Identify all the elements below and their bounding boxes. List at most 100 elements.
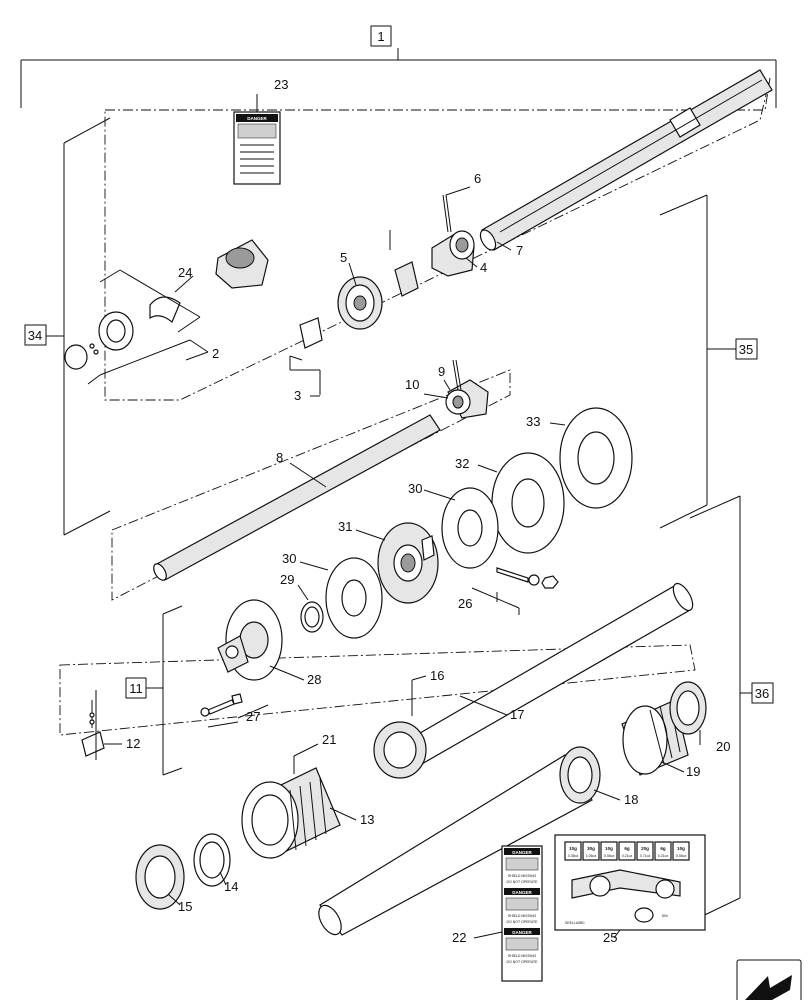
callout-8: 8: [276, 450, 283, 465]
callout-22: 22: [452, 930, 466, 945]
grease-cell: [600, 841, 618, 861]
decal-22-line1-c: SHIELD MISSING: [508, 954, 537, 958]
bolt-nut-26: [496, 567, 559, 589]
cross-journal-12: [81, 690, 105, 760]
callout-11: 11: [129, 681, 143, 696]
decal-22-line2-a: DO NOT OPERATE: [507, 880, 539, 884]
danger-decal-22: DANGER SHIELD MISSING DO NOT OPERATE DAN…: [501, 845, 543, 982]
decal-22-heading-2: DANGER: [512, 890, 532, 895]
grease-cell: [636, 841, 654, 861]
shield-tube-17: [407, 582, 694, 766]
inner-shield-18: [318, 746, 601, 936]
grease-amount: 6g: [660, 846, 666, 851]
bolt-27: [200, 693, 243, 717]
friction-disc-30a: [441, 487, 499, 569]
callout-14: 14: [224, 879, 238, 894]
grease-amount: 30g: [587, 846, 595, 851]
grease-oz: 0.35oz: [676, 854, 687, 858]
callout-30a: 30: [408, 481, 422, 496]
grease-oz: 0.71oz: [640, 854, 651, 858]
next-page-arrow-icon[interactable]: [736, 959, 802, 1000]
grease-amount: 20g: [641, 846, 649, 851]
bearing-ring-15: [135, 844, 185, 910]
grease-cell: [672, 841, 690, 861]
grease-cell: [582, 841, 600, 861]
hub-31: [377, 522, 439, 604]
callout-6: 6: [474, 171, 481, 186]
inner-tube-8: [153, 414, 441, 581]
callout-36: 36: [755, 686, 769, 701]
decal-22-line2-c: DO NOT OPERATE: [507, 960, 539, 964]
clutch-5: [299, 230, 419, 349]
grease-cell: [564, 841, 582, 861]
callout-28: 28: [307, 672, 321, 687]
group-35-bracket: 35: [659, 194, 758, 529]
grease-code: SKELLA0B0: [565, 921, 585, 925]
callout-12: 12: [126, 736, 140, 751]
callout-box-1: [370, 25, 392, 47]
callout-15: 15: [178, 899, 192, 914]
yoke-4: [431, 194, 475, 277]
ring-29: [300, 601, 324, 633]
callout-5: 5: [340, 250, 347, 265]
bellows-13: [241, 767, 341, 859]
callout-box-11: [125, 677, 147, 699]
danger-decal-23: DANGER: [233, 94, 281, 185]
callout-21: 21: [322, 732, 336, 747]
decal-23-heading: DANGER: [247, 116, 267, 121]
group-36-bracket: 36: [689, 495, 774, 923]
callout-17: 17: [510, 707, 524, 722]
grease-amount: 10g: [569, 846, 577, 851]
grease-amount: 6g: [624, 846, 630, 851]
callout-31: 31: [338, 519, 352, 534]
friction-disc-30b: [325, 557, 383, 639]
callout-numbers: 23 24 2 3 5 6 4 7 8 9 10 33 32 30 31 30 …: [126, 77, 730, 945]
callout-10: 10: [405, 377, 419, 392]
group-outlines: [59, 77, 771, 736]
grease-oz: 1.06oz: [586, 854, 597, 858]
ring-20: [669, 681, 707, 735]
callout-box-35: [735, 338, 758, 360]
decal-22-line2-b: DO NOT OPERATE: [507, 920, 539, 924]
grease-oz: 0.35oz: [604, 854, 615, 858]
decal-22-heading-1: DANGER: [512, 850, 532, 855]
callout-23: 23: [274, 77, 288, 92]
bellows-19: [621, 699, 689, 776]
assembly-bracket: 1: [20, 25, 777, 108]
callout-27: 27: [246, 709, 260, 724]
yoke-assembly-2: [64, 239, 269, 385]
callout-4: 4: [480, 260, 487, 275]
group-34-bracket: 34: [24, 117, 111, 536]
decal-22-heading-3: DANGER: [512, 930, 532, 935]
group-11-bracket: 11: [125, 605, 183, 776]
callout-9: 9: [438, 364, 445, 379]
decal-22-line1-a: SHIELD MISSING: [508, 874, 537, 878]
grease-chart-25: 10g 0.35oz 30g 1.06oz 10g 0.35oz 6g 0.21oz 20g 0.…: [554, 834, 706, 931]
callout-20: 20: [716, 739, 730, 754]
shield-cone-16: [373, 721, 427, 779]
callout-13: 13: [360, 812, 374, 827]
decal-22-line1-b: SHIELD MISSING: [508, 914, 537, 918]
grease-cell: [654, 841, 672, 861]
flange-yoke-28: [217, 599, 283, 681]
callout-18: 18: [624, 792, 638, 807]
callout-26: 26: [458, 596, 472, 611]
callout-33: 33: [526, 414, 540, 429]
leader-lines: [104, 186, 701, 939]
callout-box-34: [24, 324, 47, 346]
callout-34: 34: [28, 328, 42, 343]
grease-oz: 0.21oz: [622, 854, 633, 858]
callout-32: 32: [455, 456, 469, 471]
flange-33: [559, 407, 633, 509]
callout-7: 7: [516, 243, 523, 258]
callout-16: 16: [430, 668, 444, 683]
grease-oz: 0.35oz: [568, 854, 579, 858]
callout-29: 29: [280, 572, 294, 587]
outer-tube-7: [479, 69, 773, 251]
grease-amount: 10g: [677, 846, 685, 851]
yoke-10: [445, 359, 489, 419]
grease-oz: 0.21oz: [658, 854, 669, 858]
callout-2: 2: [212, 346, 219, 361]
callout-1: 1: [377, 29, 384, 44]
